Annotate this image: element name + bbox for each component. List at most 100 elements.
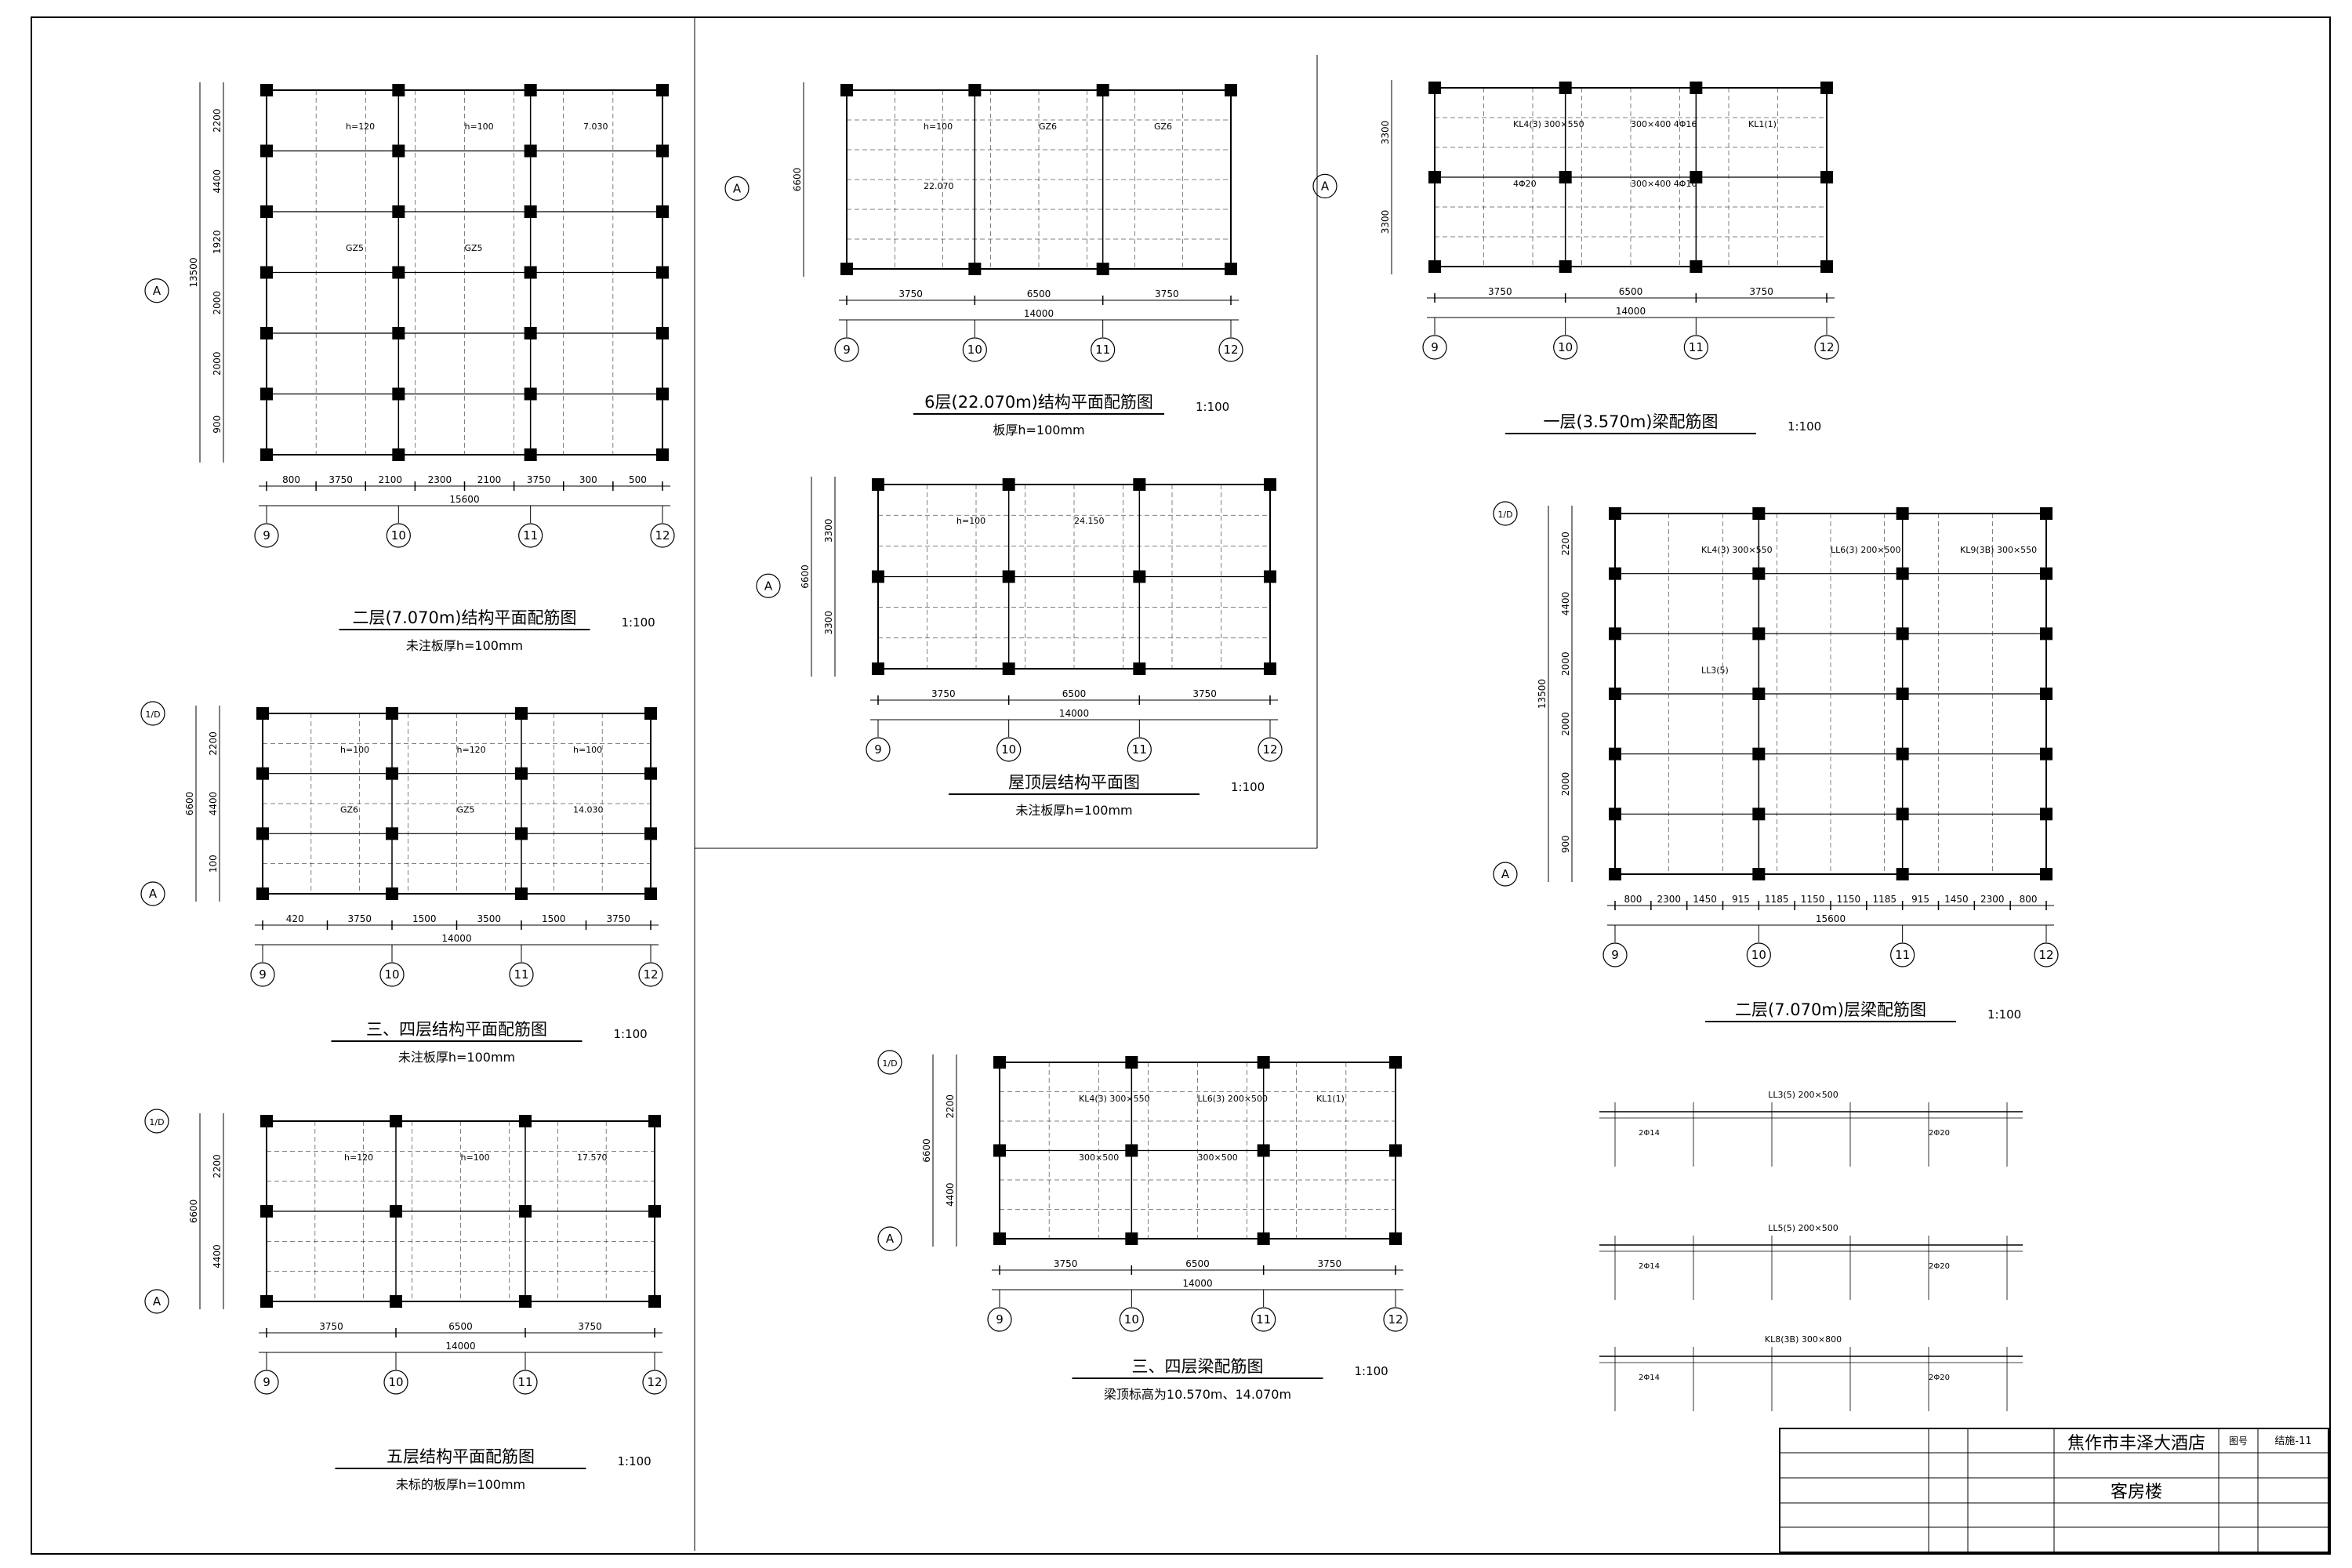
plan-note: 梁顶标高为10.570m、14.070m bbox=[1104, 1387, 1291, 1402]
plan-label: 7.030 bbox=[583, 122, 608, 132]
column bbox=[1896, 747, 1909, 760]
column bbox=[260, 205, 273, 218]
axis-bubble bbox=[518, 523, 543, 548]
plan-label: h=120 bbox=[346, 122, 375, 132]
dimension-value: 2100 bbox=[379, 474, 403, 485]
dimension-value: 2300 bbox=[428, 474, 452, 485]
column bbox=[1002, 662, 1015, 675]
dimension-value: 900 bbox=[212, 416, 223, 434]
dimension-total: 15600 bbox=[449, 494, 479, 505]
dimension-value: 6500 bbox=[448, 1321, 473, 1332]
column bbox=[1609, 688, 1621, 700]
dimension-total: 14000 bbox=[1059, 708, 1089, 719]
column bbox=[872, 478, 884, 491]
dimension-value: 3750 bbox=[319, 1321, 343, 1332]
dimension-value: 2200 bbox=[945, 1094, 956, 1119]
column bbox=[515, 827, 528, 840]
column bbox=[524, 266, 537, 279]
column bbox=[519, 1295, 532, 1308]
column bbox=[390, 1295, 402, 1308]
axis-bubble bbox=[638, 962, 663, 987]
dimension-value: 420 bbox=[286, 913, 304, 924]
column bbox=[1896, 808, 1909, 821]
dimension-total: 13500 bbox=[1537, 679, 1548, 709]
drawing-number: 结施-11 bbox=[2274, 1436, 2311, 1447]
dimension-value: 3750 bbox=[606, 913, 630, 924]
detail-label: 2Φ14 bbox=[1639, 1129, 1660, 1138]
column bbox=[1820, 82, 1833, 94]
dimension-value: 915 bbox=[1911, 894, 1929, 905]
plan-label: KL4(3) 300×550 bbox=[1513, 119, 1584, 129]
dimension-value: 3750 bbox=[1318, 1258, 1342, 1269]
column bbox=[1559, 82, 1572, 94]
dimension-value: 1920 bbox=[212, 230, 223, 254]
axis-label: 9 bbox=[874, 742, 882, 757]
column bbox=[260, 448, 273, 461]
column bbox=[392, 448, 405, 461]
dimension-value: 3750 bbox=[578, 1321, 602, 1332]
dimension-value: 6500 bbox=[1619, 286, 1643, 297]
axis-bubble bbox=[509, 962, 534, 987]
column bbox=[1896, 627, 1909, 641]
column bbox=[1133, 570, 1146, 583]
dimension-value: 915 bbox=[1732, 894, 1750, 905]
column bbox=[392, 205, 405, 218]
column bbox=[524, 448, 537, 461]
dimension-value: 4400 bbox=[1560, 592, 1571, 616]
plan-note: 未注板厚h=100mm bbox=[1015, 803, 1132, 818]
dimension-value: 800 bbox=[282, 474, 300, 485]
axis-label: 12 bbox=[1819, 340, 1834, 354]
dimension-value: 1150 bbox=[1837, 894, 1861, 905]
dimension-value: 800 bbox=[2020, 894, 2038, 905]
dimension-value: 2000 bbox=[212, 291, 223, 315]
axis-bubble bbox=[144, 278, 169, 303]
axis-bubble bbox=[1258, 737, 1283, 762]
axis-label: A bbox=[764, 579, 773, 593]
plan-label: 4Φ20 bbox=[1513, 179, 1537, 189]
dimension-value: 3750 bbox=[931, 688, 956, 699]
column bbox=[656, 144, 669, 158]
column bbox=[968, 263, 982, 275]
column bbox=[392, 84, 405, 96]
axis-label: 11 bbox=[1132, 742, 1147, 757]
axis-bubble bbox=[383, 1370, 408, 1395]
axis-label: 1/D bbox=[1497, 510, 1512, 520]
axis-bubble bbox=[1602, 942, 1628, 967]
column bbox=[2040, 868, 2053, 880]
dimension-value: 1185 bbox=[1765, 894, 1789, 905]
plan-scale: 1:100 bbox=[1196, 400, 1229, 414]
column bbox=[1257, 1144, 1270, 1157]
column bbox=[1896, 688, 1909, 700]
plan-scale: 1:100 bbox=[1987, 1007, 2021, 1022]
column bbox=[644, 767, 657, 780]
axis-bubble bbox=[877, 1050, 902, 1075]
column bbox=[2040, 627, 2053, 641]
dimension-value: 3750 bbox=[328, 474, 353, 485]
column bbox=[256, 767, 269, 780]
axis-bubble bbox=[1127, 737, 1152, 762]
axis-bubble bbox=[877, 1226, 902, 1251]
axis-bubble bbox=[1890, 942, 1915, 967]
dimension-total: 6600 bbox=[800, 564, 811, 589]
dimension-value: 300 bbox=[579, 474, 597, 485]
column bbox=[524, 144, 537, 158]
column bbox=[1002, 570, 1015, 583]
axis-label: 10 bbox=[967, 343, 982, 357]
axis-bubble bbox=[1493, 862, 1518, 887]
dimension-value: 3500 bbox=[477, 913, 501, 924]
project-name: 焦作市丰泽大酒店 bbox=[2067, 1434, 2205, 1454]
column bbox=[1428, 171, 1441, 183]
building-name: 客房楼 bbox=[2111, 1483, 2162, 1502]
dimension-total: 15600 bbox=[1816, 913, 1846, 924]
column bbox=[1609, 507, 1621, 520]
dimension-value: 2100 bbox=[477, 474, 502, 485]
column bbox=[872, 570, 884, 583]
dimension-total: 14000 bbox=[445, 1341, 475, 1352]
column bbox=[515, 887, 528, 900]
column bbox=[1559, 171, 1572, 183]
plan-note: 未标的板厚h=100mm bbox=[396, 1477, 525, 1492]
plan-label: h=120 bbox=[344, 1152, 373, 1163]
dimension-value: 2200 bbox=[212, 1154, 223, 1178]
